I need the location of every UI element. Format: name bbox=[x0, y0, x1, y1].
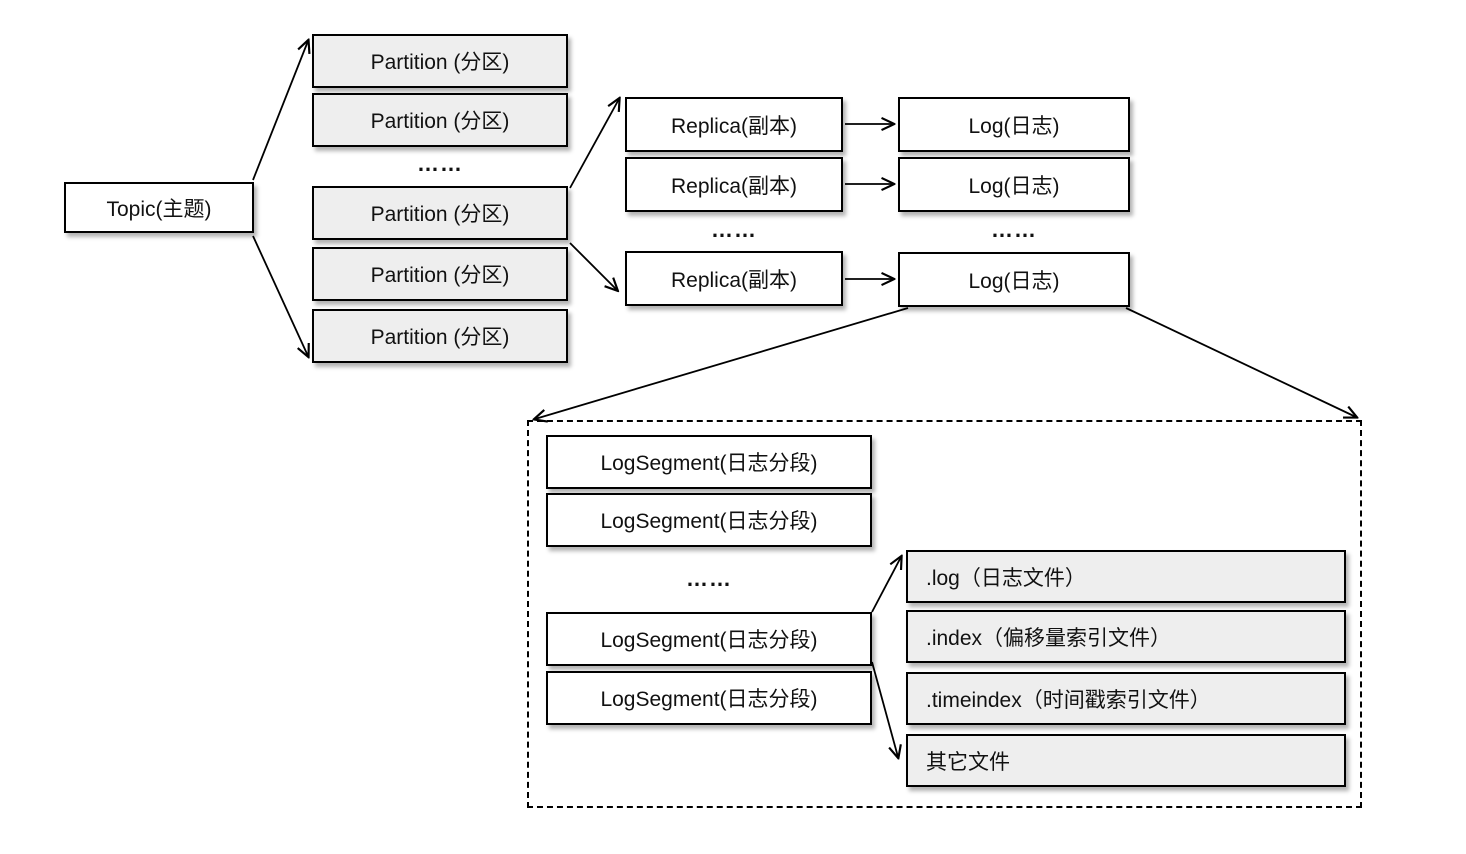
log-box-2: Log(日志) bbox=[898, 157, 1130, 212]
arrow-log3-to-detail-top-right bbox=[1125, 307, 1356, 417]
logsegment-box-3: LogSegment(日志分段) bbox=[546, 612, 872, 666]
logsegments-ellipsis: …… bbox=[686, 566, 732, 591]
replica-box-2: Replica(副本) bbox=[625, 157, 843, 212]
partition-box-4: Partition (分区) bbox=[312, 247, 568, 301]
log-detail-dashed-container bbox=[527, 420, 1362, 808]
logsegment-box-2: LogSegment(日志分段) bbox=[546, 493, 872, 547]
replicas-ellipsis: …… bbox=[711, 217, 757, 242]
logsegment-box-4: LogSegment(日志分段) bbox=[546, 671, 872, 725]
arrow-log3-to-detail-top-left bbox=[535, 307, 909, 419]
partition-box-2: Partition (分区) bbox=[312, 93, 568, 147]
file-box-other: 其它文件 bbox=[906, 734, 1346, 787]
arrow-partition3-to-replica-1 bbox=[569, 99, 619, 189]
log-box-1: Log(日志) bbox=[898, 97, 1130, 152]
partition-box-3: Partition (分区) bbox=[312, 186, 568, 240]
replica-box-3: Replica(副本) bbox=[625, 251, 843, 306]
arrow-partition3-to-replica-3 bbox=[569, 242, 617, 290]
partition-box-1: Partition (分区) bbox=[312, 34, 568, 88]
log-box-3: Log(日志) bbox=[898, 252, 1130, 307]
file-box-timeindex: .timeindex（时间戳索引文件） bbox=[906, 672, 1346, 725]
partition-box-5: Partition (分区) bbox=[312, 309, 568, 363]
file-box-log: .log（日志文件） bbox=[906, 550, 1346, 603]
arrow-topic-to-partition-1 bbox=[252, 41, 308, 181]
topic-box: Topic(主题) bbox=[64, 182, 254, 233]
logsegment-box-1: LogSegment(日志分段) bbox=[546, 435, 872, 489]
arrow-topic-to-partition-5 bbox=[252, 235, 308, 356]
replica-box-1: Replica(副本) bbox=[625, 97, 843, 152]
file-box-index: .index（偏移量索引文件） bbox=[906, 610, 1346, 663]
logs-ellipsis: …… bbox=[991, 217, 1037, 242]
partitions-ellipsis: …… bbox=[417, 151, 463, 176]
